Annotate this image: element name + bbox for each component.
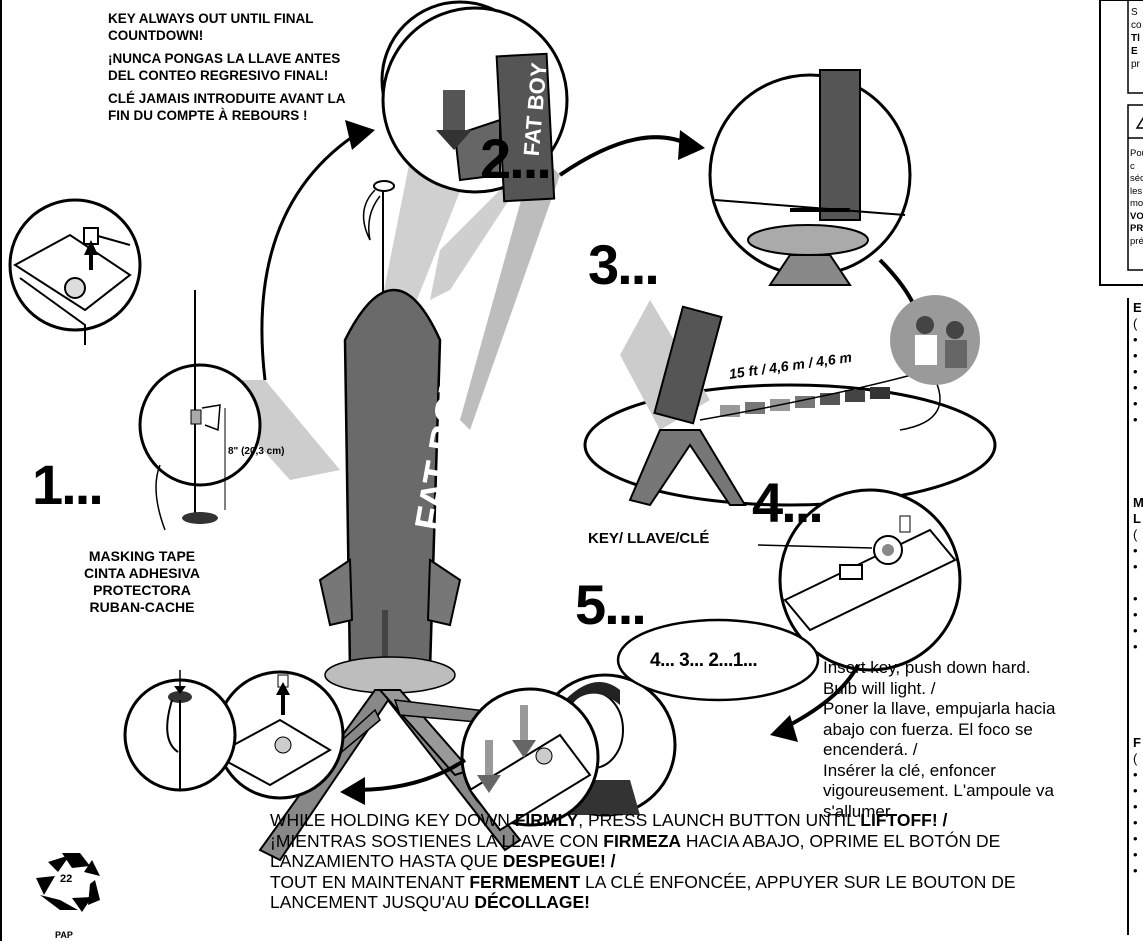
insert-key-instructions: Insert key, push down hard. Bulb will li… — [823, 658, 1083, 822]
detail-key-out — [8, 198, 142, 345]
warning-triangle-icon — [1135, 116, 1143, 129]
right-box-top — [1127, 0, 1143, 94]
right-panel-list-c: F ( ••••••• — [1133, 735, 1141, 878]
launch-fr: TOUT EN MAINTENANT FERMEMENT LA CLÉ ENFO… — [270, 871, 1016, 913]
key-warning-fr: CLÉ JAMAIS INTRODUITE AVANT LA FIN DU CO… — [108, 91, 345, 123]
tape-label-es-2: PROTECTORA — [93, 582, 191, 598]
tape-label-es-1: CINTA ADHESIVA — [84, 565, 200, 581]
tape-measurement: 8" (20,3 cm) — [228, 446, 285, 457]
right-box-warn — [1127, 104, 1143, 271]
countdown-text: 4... 3... 2...1... — [650, 650, 758, 671]
key-warning-en: KEY ALWAYS OUT UNTIL FINAL COUNTDOWN! — [108, 11, 314, 43]
tape-label-fr: RUBAN-CACHE — [89, 599, 195, 615]
step-2-number: 2... — [480, 127, 552, 190]
key-warning-es: ¡NUNCA PONGAS LA LLAVE ANTES DEL CONTEO … — [108, 51, 341, 83]
key-label: KEY/ LLAVE/CLÉ — [588, 530, 710, 547]
step-5-number: 5... — [575, 573, 647, 636]
insert-key-line-1: Insert key, push down hard. — [823, 658, 1031, 677]
step-3-number: 3... — [588, 233, 660, 296]
right-panel-list-a: E ( •••••• — [1133, 300, 1142, 427]
right-panel-warn-text: Pour c sécuri les mo VOUS PRÉP prépa — [1130, 148, 1143, 247]
main-rocket — [318, 180, 462, 694]
key-warning: KEY ALWAYS OUT UNTIL FINAL COUNTDOWN! ¡N… — [108, 10, 348, 130]
detail-step-4 — [778, 488, 962, 672]
insert-key-line-7: vigoureusement. L'ampoule va — [823, 781, 1054, 800]
detail-remove-key — [212, 670, 345, 800]
right-panel-list-b: M L ( •• •••• — [1133, 495, 1143, 654]
recycle-number: 22 — [60, 873, 73, 885]
insert-key-line-6: Insérer la clé, enfoncer — [823, 760, 996, 780]
insert-key-line-2: Bulb will light. / — [823, 678, 936, 698]
insert-key-line-5: encenderá. / — [823, 740, 918, 759]
detail-streamer-down — [123, 670, 237, 792]
tape-label-en: MASKING TAPE — [88, 548, 196, 564]
launch-en: WHILE HOLDING KEY DOWN FIRMLY, PRESS LAU… — [270, 810, 948, 830]
insert-key-line-3: Poner la llave, empujarla hacia — [823, 699, 1056, 718]
launch-es: ¡MIENTRAS SOSTIENES LA LLAVE CON FIRMEZA… — [270, 830, 1001, 872]
speech-bubble — [616, 618, 820, 702]
detail-step-1 — [138, 290, 262, 531]
launch-instructions: WHILE HOLDING KEY DOWN FIRMLY, PRESS LAU… — [270, 810, 1040, 913]
right-panel-frame — [1099, 0, 1143, 286]
recycle-label: PAP — [55, 930, 73, 940]
safe-distance-oval — [583, 295, 997, 507]
recycle-icon — [36, 853, 100, 912]
right-panel-top-text: S co Tl E pr — [1131, 7, 1142, 70]
step-4-number: 4... — [752, 471, 824, 534]
insert-key-line-8: s'allumer. — [823, 801, 895, 821]
step-1-number: 1... — [32, 453, 104, 516]
detail-step-2 — [381, 6, 569, 203]
detail-press-button — [460, 687, 600, 832]
beam-2b — [460, 150, 560, 430]
insert-key-line-4: abajo con fuerza. El foco se — [823, 719, 1033, 739]
detail-step-3 — [708, 69, 912, 286]
masking-tape-label: MASKING TAPE CINTA ADHESIVA PROTECTORA R… — [57, 548, 227, 616]
